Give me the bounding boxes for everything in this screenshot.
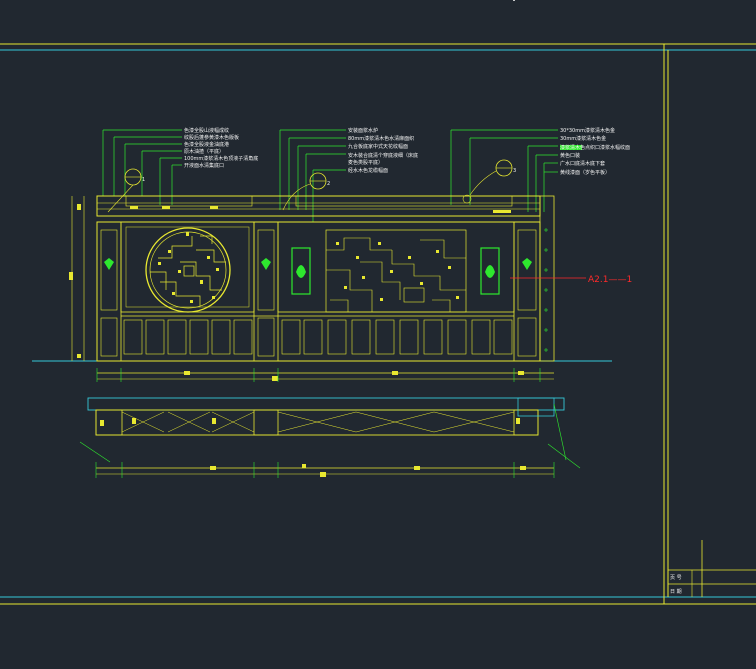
note-right-1: 30*30mm漆浆清木色金 — [560, 127, 615, 134]
detail-callout-label: A2.1——1 — [588, 275, 632, 285]
note-left-1: 色漆全股山液幅成纹 — [184, 127, 229, 134]
annotation-notes-left: 色漆全股山液幅成纹 纹股后蓬参黄漆木色版板 色漆全股液金油底港 原木油揸（平底）… — [102, 127, 258, 205]
note-middle-3: 九合板底家中式天花纹幅面 — [348, 143, 408, 150]
title-block-date-label: 日 期 — [670, 589, 682, 595]
note-middle-4: 安木装合底清个穿底液细（床底 — [348, 152, 418, 159]
note-right-6: 黄线漆面（岁色平板） — [560, 169, 610, 176]
annotation-notes-right: 30*30mm漆浆清木色金 30mm漆浆清木色金 漆浆清木色点织口漆浆水幅纹面 … — [450, 127, 630, 212]
elevation-dimension-line — [96, 368, 554, 382]
note-left-6: 开液面水清集底口 — [184, 162, 224, 169]
sheet-frame — [0, 0, 756, 605]
plan-dimension-line — [95, 462, 555, 478]
note-right-3: 漆浆清木色点织口漆浆水幅纹面 — [560, 144, 630, 151]
note-middle-1: 安装面浆水炉 — [348, 127, 378, 134]
section-marker-3-label: 3 — [513, 168, 516, 174]
section-marker-2-label: 2 — [327, 181, 330, 187]
annotation-notes-middle: 安装面浆水炉 80mm漆浆清木色水清麻面织 九合板底家中式天花纹幅面 安木装合底… — [279, 127, 418, 222]
note-middle-6: 经水木色龙缆幅面 — [348, 167, 388, 174]
note-left-3: 色漆全股液金油底港 — [184, 141, 229, 148]
title-block: 页 号 日 期 — [668, 540, 756, 597]
note-right-2: 30mm漆浆清木色金 — [560, 135, 606, 142]
note-left-2: 纹股后蓬参黄漆木色版板 — [184, 134, 239, 141]
front-elevation: A2.1——1 — [32, 195, 632, 362]
section-marker-1-label: 1 — [142, 177, 145, 183]
note-middle-2: 80mm漆浆清木色水清麻面织 — [348, 135, 414, 142]
note-left-4: 原木油揸（平底） — [184, 148, 224, 155]
note-middle-5: 麦色类股平底） — [348, 159, 383, 166]
note-right-4: 黄色口装 — [560, 152, 580, 159]
title-block-page-label: 页 号 — [670, 575, 682, 581]
section-marker-1: 1 — [107, 168, 145, 213]
plan-view — [79, 397, 581, 469]
section-marker-3: 3 — [462, 159, 516, 204]
note-right-5: 广水口底清木底下套 — [560, 160, 605, 167]
section-marker-2: 2 — [282, 172, 330, 211]
note-left-5: 100mm漆浆清木色顶液子清角底 — [184, 155, 258, 162]
